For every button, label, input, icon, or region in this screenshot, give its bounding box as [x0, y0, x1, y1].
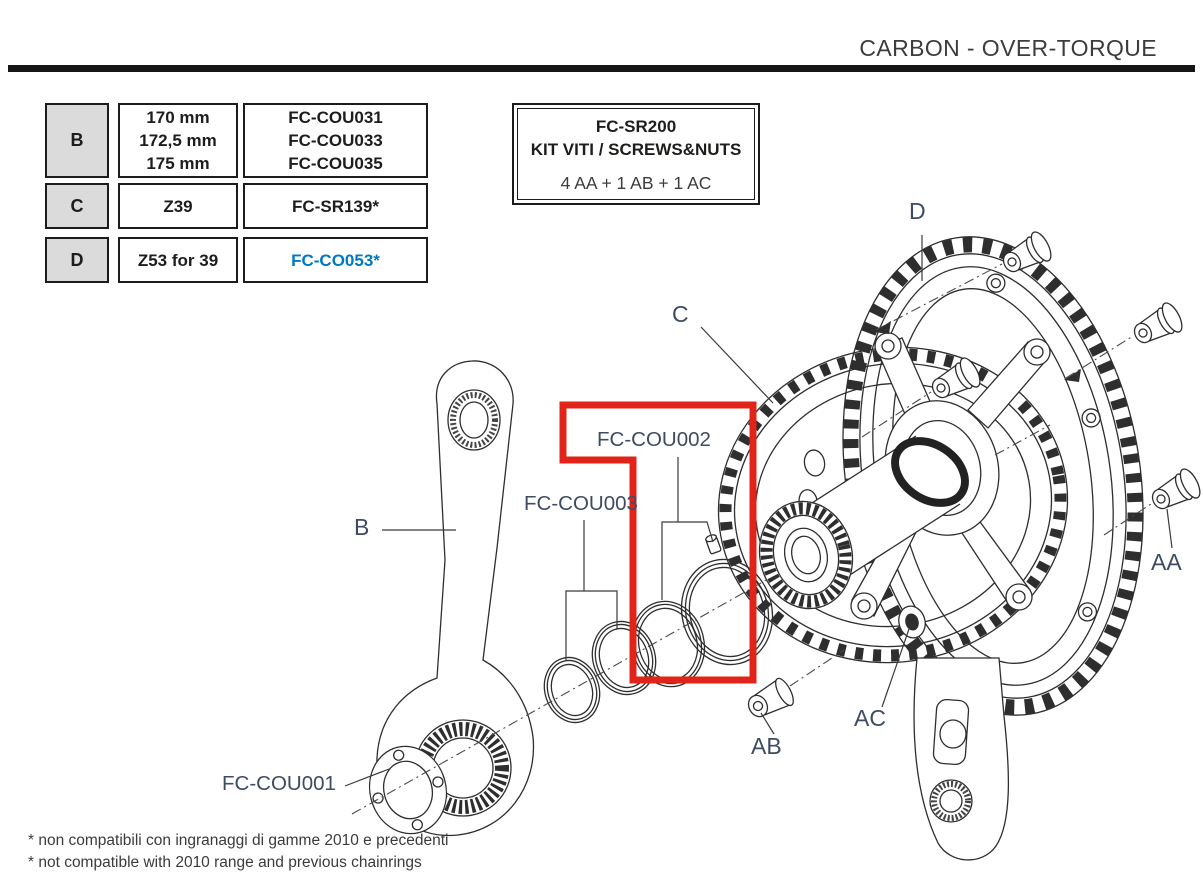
- spec-line: Z53 for 39: [137, 250, 219, 270]
- code-line: FC-COU031: [288, 108, 383, 127]
- spec-line: 175 mm: [146, 154, 210, 173]
- callout-label-ab: AB: [751, 733, 782, 759]
- kit-code: FC-SR200: [595, 116, 677, 136]
- table-code-d: FC-CO053*: [243, 237, 428, 283]
- left-crank-arm: [376, 360, 535, 837]
- code-line: FC-COU035: [288, 154, 383, 173]
- callout-label-aa: AA: [1151, 549, 1182, 575]
- code-line: FC-SR139*: [292, 196, 379, 216]
- spider-carrier: [850, 332, 1051, 639]
- code-line-highlighted: FC-CO053*: [291, 250, 380, 270]
- washer-set-fc-cou003: [543, 620, 657, 724]
- callout-label-b: B: [354, 514, 370, 540]
- axis-arrowheads: [874, 321, 1081, 382]
- spec-line: 172,5 mm: [139, 131, 217, 150]
- part-label-fc-cou003: FC-COU003: [524, 492, 638, 515]
- part-label-fc-cou001: FC-COU001: [222, 772, 336, 795]
- bolt-ab: [747, 677, 794, 718]
- assembly-axis-lines: [351, 263, 1152, 815]
- page-title: CARBON - OVER-TORQUE: [859, 35, 1157, 61]
- highlight-red-box: [559, 401, 757, 684]
- code-line: FC-COU033: [288, 131, 383, 150]
- chainring-nut-1: [1002, 231, 1052, 273]
- table-code-b: FC-COU031 FC-COU033 FC-COU035: [243, 103, 428, 178]
- bolt-aa: [1151, 468, 1201, 510]
- callout-label-d: D: [909, 198, 926, 224]
- callout-label-c: C: [672, 301, 689, 327]
- footnote-italian: * non compatibili con ingranaggi di gamm…: [28, 832, 449, 849]
- kit-screws-box-inner: FC-SR200 KIT VITI / SCREWS&NUTS 4 AA + 1…: [517, 108, 755, 200]
- retaining-pin: [705, 534, 722, 555]
- table-spec-b: 170 mm 172,5 mm 175 mm: [118, 103, 238, 178]
- spec-line: 170 mm: [146, 108, 210, 127]
- kit-contents: 4 AA + 1 AB + 1 AC: [560, 172, 712, 193]
- right-crank-arm: [913, 657, 1010, 861]
- chainring-nut-2: [1133, 302, 1183, 344]
- spindle-axle: [758, 435, 969, 610]
- footnote-english: * not compatible with 2010 range and pre…: [28, 854, 422, 871]
- spec-line: Z39: [163, 196, 193, 216]
- header-rule: [8, 65, 1195, 72]
- part-label-fc-cou002: FC-COU002: [597, 428, 711, 451]
- table-key-b-label: B: [70, 130, 84, 150]
- chainring-nut-3: [931, 357, 981, 399]
- circlip-set-fc-cou002: [630, 534, 774, 688]
- callout-leader-lines: [344, 235, 1173, 787]
- table-key-d: D: [45, 237, 109, 283]
- flange-ring-fc-cou001: [368, 745, 448, 835]
- table-key-c: C: [45, 183, 109, 229]
- kit-title: KIT VITI / SCREWS&NUTS: [530, 139, 742, 159]
- table-key-c-label: C: [70, 195, 84, 216]
- table-spec-c: Z39: [118, 183, 238, 229]
- table-spec-d: Z53 for 39: [118, 237, 238, 283]
- callout-label-ac: AC: [854, 705, 886, 731]
- table-key-b: B: [45, 103, 109, 178]
- table-code-c: FC-SR139*: [243, 183, 428, 229]
- kit-screws-box: FC-SR200 KIT VITI / SCREWS&NUTS 4 AA + 1…: [512, 103, 760, 205]
- table-key-d-label: D: [70, 249, 84, 270]
